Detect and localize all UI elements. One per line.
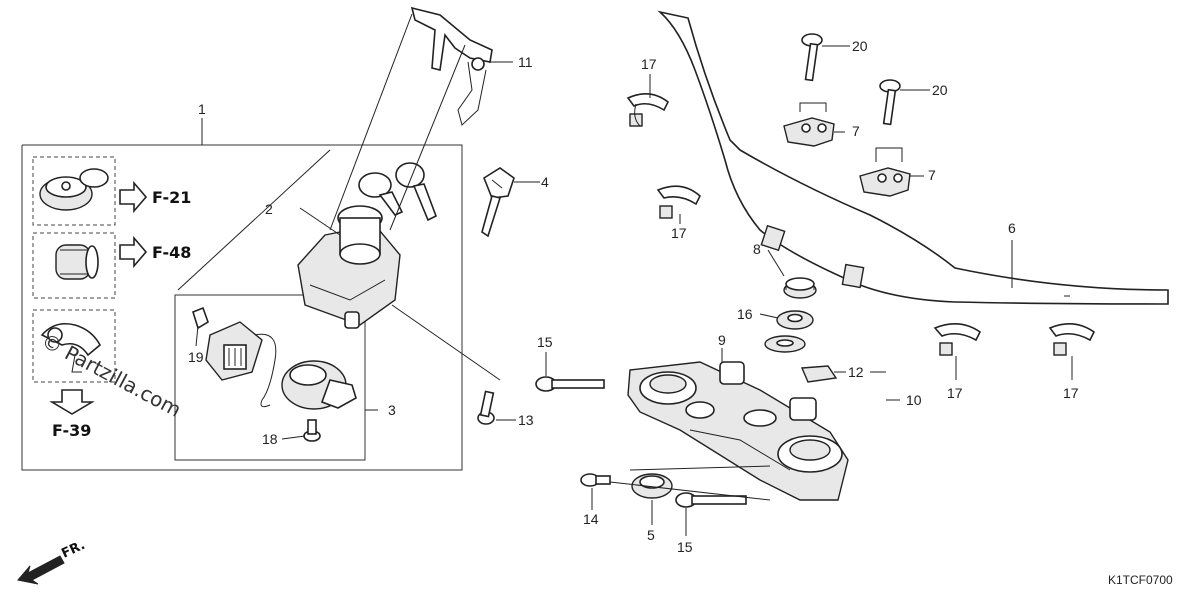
callout-7-b: 7	[928, 167, 936, 183]
callout-12: 12	[848, 364, 864, 380]
screw-18	[303, 419, 321, 442]
callout-16: 16	[737, 306, 753, 322]
callout-17-b: 17	[671, 225, 687, 241]
bolt-15-lower	[675, 492, 747, 508]
direction-label: FR.	[59, 538, 87, 562]
callout-7-a: 7	[852, 123, 860, 139]
ref-f48: F-48	[152, 243, 191, 262]
callout-4: 4	[541, 174, 549, 190]
callout-20-b: 20	[932, 82, 948, 98]
callout-14: 14	[583, 511, 599, 527]
right-leaders	[490, 45, 1073, 536]
plate-12	[800, 365, 838, 383]
bushing-ref-box	[32, 232, 116, 299]
callout-9: 9	[718, 332, 726, 348]
switch-connector	[205, 321, 357, 410]
key-bracket	[410, 6, 493, 126]
upper-holder-1	[783, 102, 835, 147]
watermark: © Partzilla.com	[38, 328, 186, 422]
plug-8	[783, 277, 817, 299]
bolt-20-b	[879, 79, 901, 126]
callout-17-d: 17	[1063, 385, 1079, 401]
callout-3: 3	[388, 402, 396, 418]
callout-19: 19	[188, 349, 204, 365]
clamp-5	[631, 473, 673, 499]
callout-18: 18	[262, 431, 278, 447]
front-direction-arrow: FR.	[17, 538, 88, 585]
ref-f21: F-21	[152, 188, 191, 207]
callout-17-c: 17	[947, 385, 963, 401]
handlebar	[657, 10, 1169, 305]
callout-2: 2	[265, 201, 273, 217]
cable-clip-1	[626, 93, 670, 127]
callout-11: 11	[518, 54, 533, 70]
callout-6: 6	[1008, 220, 1016, 236]
cable-clip-2	[656, 185, 701, 219]
bolt-13	[477, 390, 495, 425]
f48-arrow	[119, 235, 148, 269]
bolt-20-a	[801, 33, 823, 82]
ignition-switch	[297, 162, 438, 329]
clip-ref-box	[32, 309, 116, 383]
callout-15-a: 15	[537, 334, 553, 350]
callout-17-a: 17	[641, 56, 657, 72]
key	[481, 167, 515, 238]
diagram-code: K1TCF0700	[1108, 573, 1173, 587]
nut-16	[776, 310, 814, 330]
callout-15-b: 15	[677, 539, 693, 555]
assembly-leaders	[177, 13, 501, 381]
callout-10: 10	[906, 392, 922, 408]
callout-8: 8	[753, 241, 761, 257]
cap-19	[192, 306, 209, 330]
callout-1: 1	[198, 101, 206, 117]
washer	[764, 335, 806, 353]
cable-clip-3	[933, 323, 982, 356]
ref-f39: F-39	[52, 421, 91, 440]
bolt-14	[580, 473, 611, 487]
bolt-15-upper	[535, 376, 605, 392]
ignition-assembly-frame	[21, 118, 463, 471]
f39-arrow	[49, 389, 95, 415]
f21-arrow	[119, 180, 148, 214]
cable-clip-4	[1048, 323, 1096, 356]
callout-13: 13	[518, 412, 534, 428]
callout-20-a: 20	[852, 38, 868, 54]
upper-holder-2	[859, 147, 911, 197]
fuel-cap-ref-box	[32, 156, 116, 226]
callout-5: 5	[647, 527, 655, 543]
top-bridge	[627, 361, 849, 501]
